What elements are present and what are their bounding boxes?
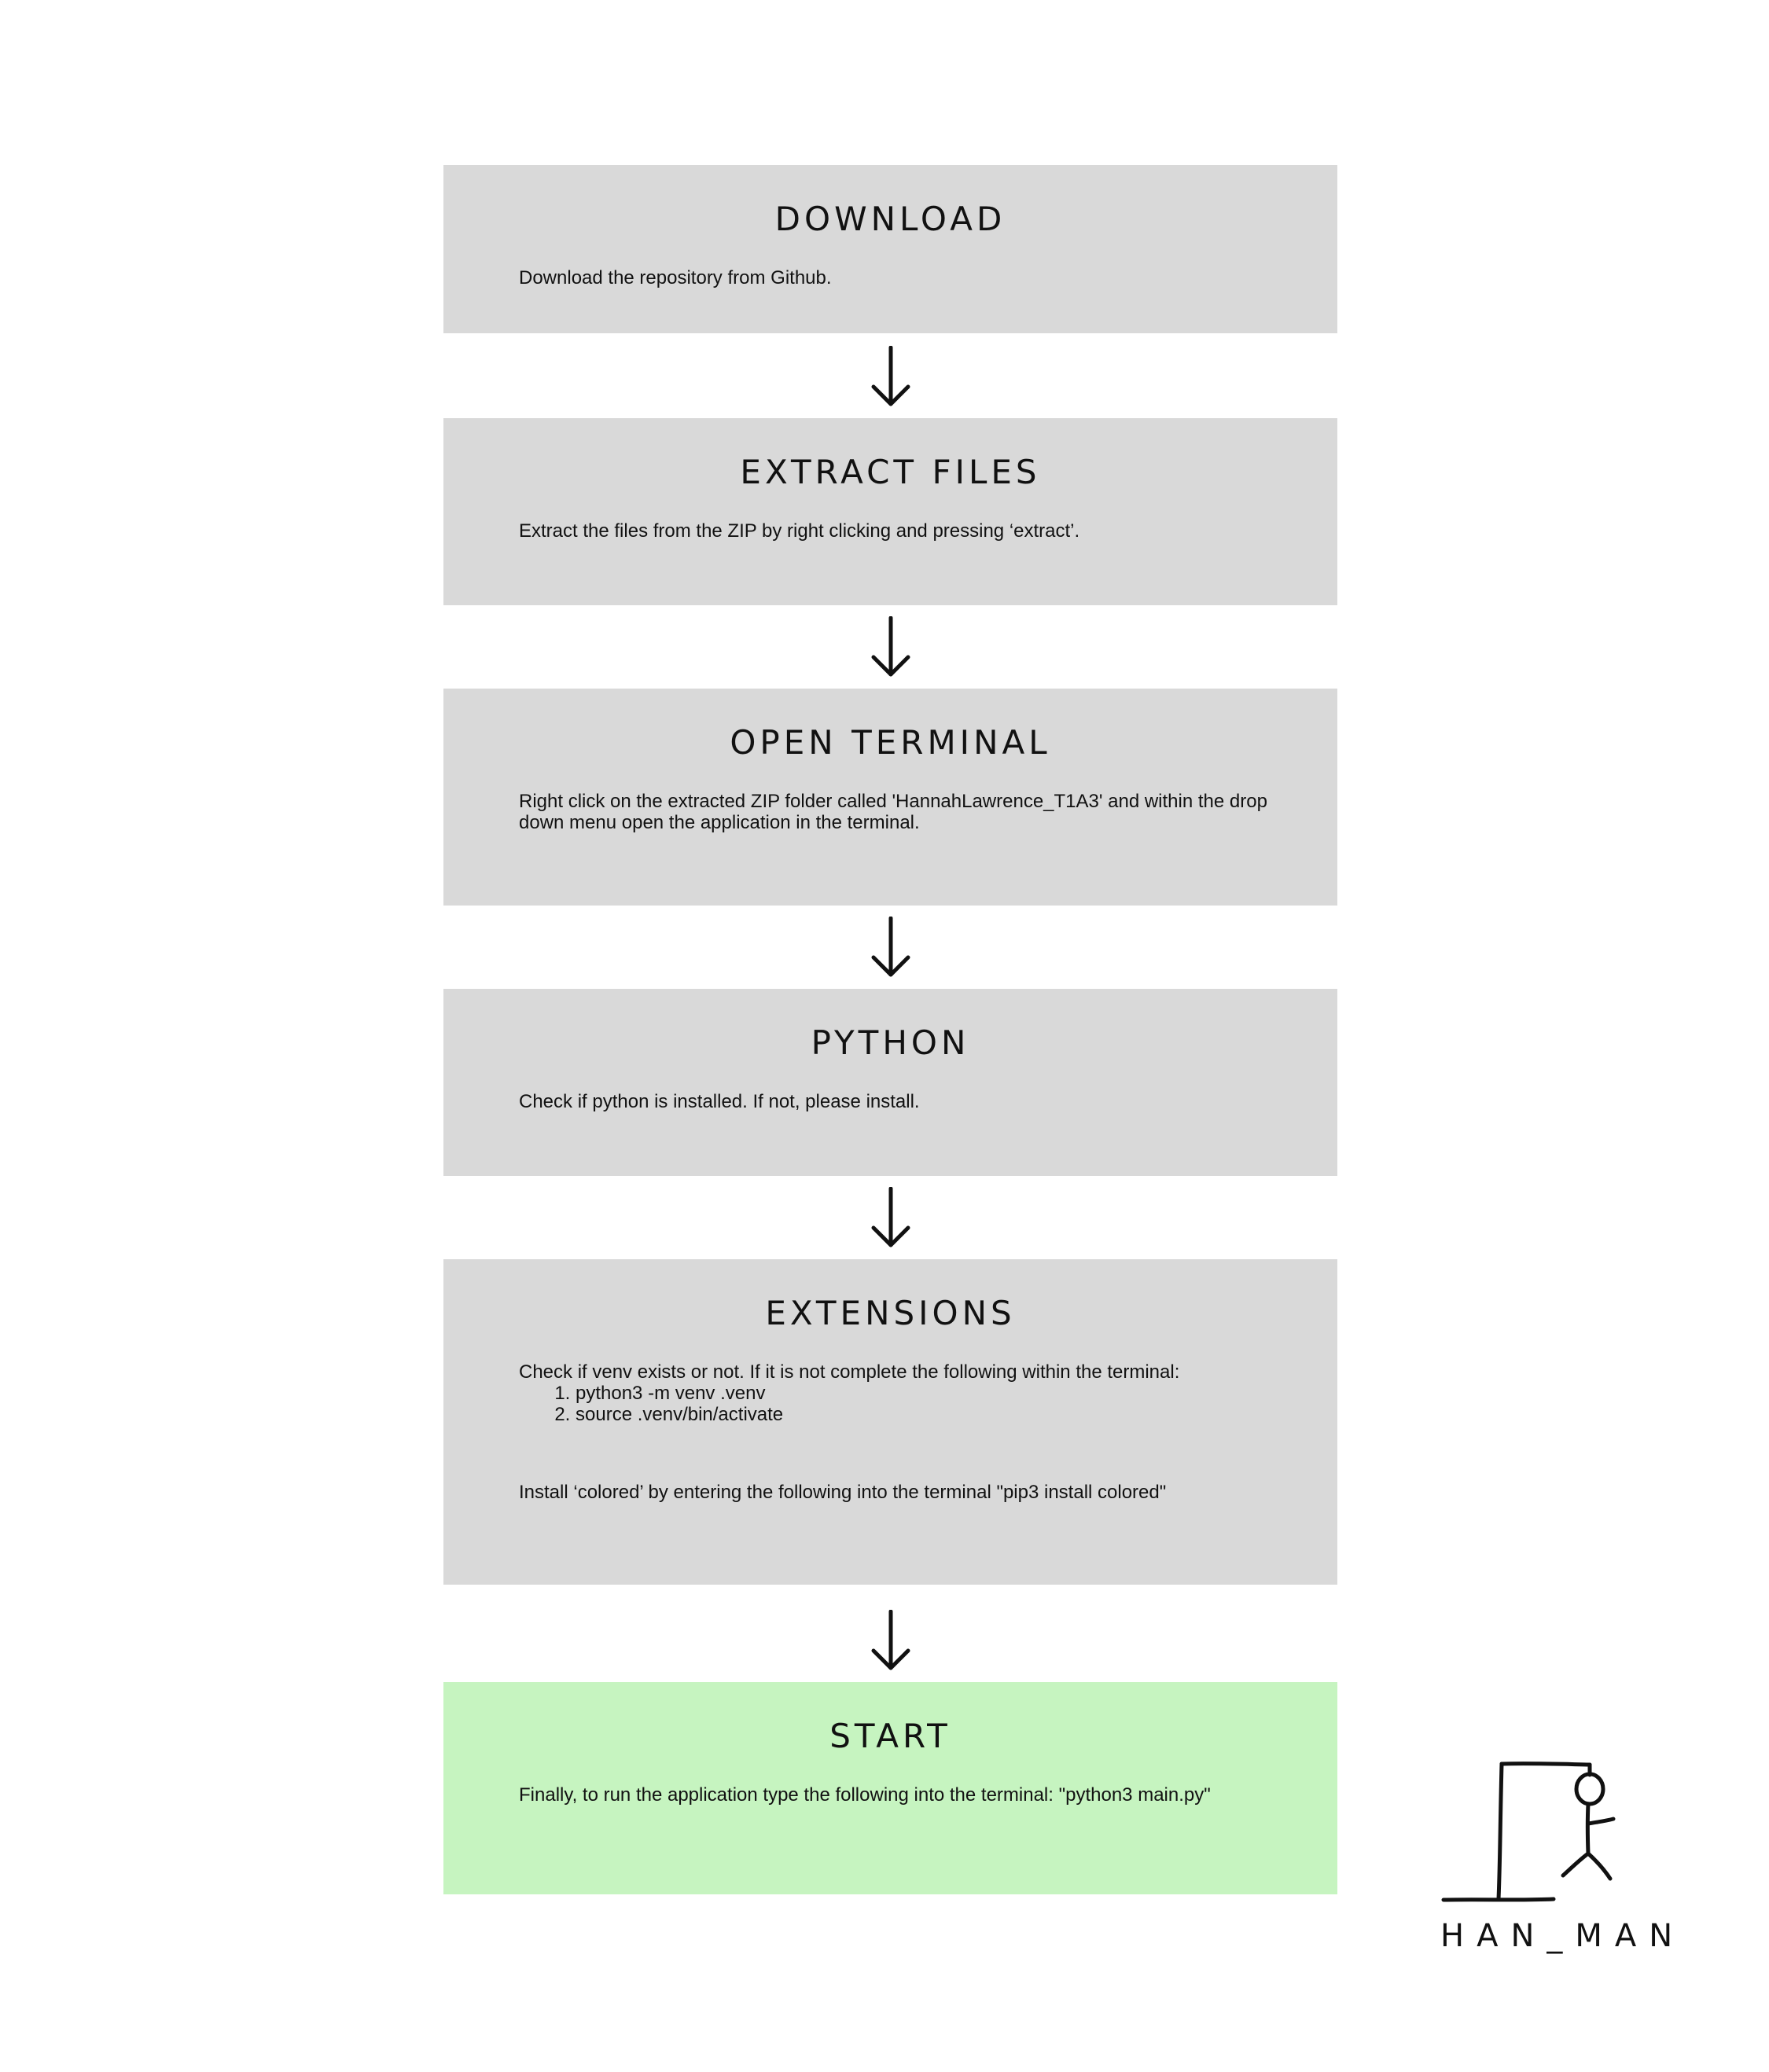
step-title: DOWNLOAD <box>774 200 1006 238</box>
step-description: Right click on the extracted ZIP folder … <box>519 791 1290 833</box>
step-description: Extract the files from the ZIP by right … <box>519 520 1290 542</box>
step-title: PYTHON <box>811 1023 970 1062</box>
step-open-terminal: OPEN TERMINAL Right click on the extract… <box>443 689 1337 906</box>
down-arrow-icon <box>871 1187 910 1247</box>
down-arrow-icon <box>871 917 910 977</box>
logo-text: HAN_MAN <box>1440 1918 1686 1954</box>
step-title: OPEN TERMINAL <box>730 723 1051 762</box>
step-python: PYTHON Check if python is installed. If … <box>443 989 1337 1176</box>
step-text: Download the repository from Github. <box>519 267 832 288</box>
step-description: Check if venv exists or not. If it is no… <box>519 1361 1290 1503</box>
down-arrow-icon <box>871 1610 910 1670</box>
step-title: EXTRACT FILES <box>740 453 1041 491</box>
step-text: Finally, to run the application type the… <box>519 1784 1211 1806</box>
step-title: START <box>829 1717 951 1755</box>
command-list: python3 -m venv .venv source .venv/bin/a… <box>519 1383 1290 1425</box>
step-description: Check if python is installed. If not, pl… <box>519 1091 1290 1112</box>
step-description: Finally, to run the application type the… <box>519 1784 1290 1806</box>
down-arrow-icon <box>871 346 910 406</box>
step-extensions: EXTENSIONS Check if venv exists or not. … <box>443 1259 1337 1585</box>
step-text: Check if python is installed. If not, pl… <box>519 1091 920 1112</box>
down-arrow-icon <box>871 616 910 677</box>
step-text: Install ‘colored’ by entering the follow… <box>519 1482 1167 1503</box>
list-item: python3 -m venv .venv <box>576 1383 1290 1404</box>
step-description: Download the repository from Github. <box>519 267 1290 288</box>
step-text: Right click on the extracted ZIP folder … <box>519 791 1267 833</box>
step-text: Check if venv exists or not. If it is no… <box>519 1361 1180 1383</box>
step-title: EXTENSIONS <box>765 1294 1016 1332</box>
hangman-icon <box>1441 1762 1616 1902</box>
list-item: source .venv/bin/activate <box>576 1404 1290 1425</box>
step-extract-files: EXTRACT FILES Extract the files from the… <box>443 418 1337 605</box>
step-start: START Finally, to run the application ty… <box>443 1682 1337 1894</box>
step-text: Extract the files from the ZIP by right … <box>519 520 1080 542</box>
step-download: DOWNLOAD Download the repository from Gi… <box>443 165 1337 333</box>
